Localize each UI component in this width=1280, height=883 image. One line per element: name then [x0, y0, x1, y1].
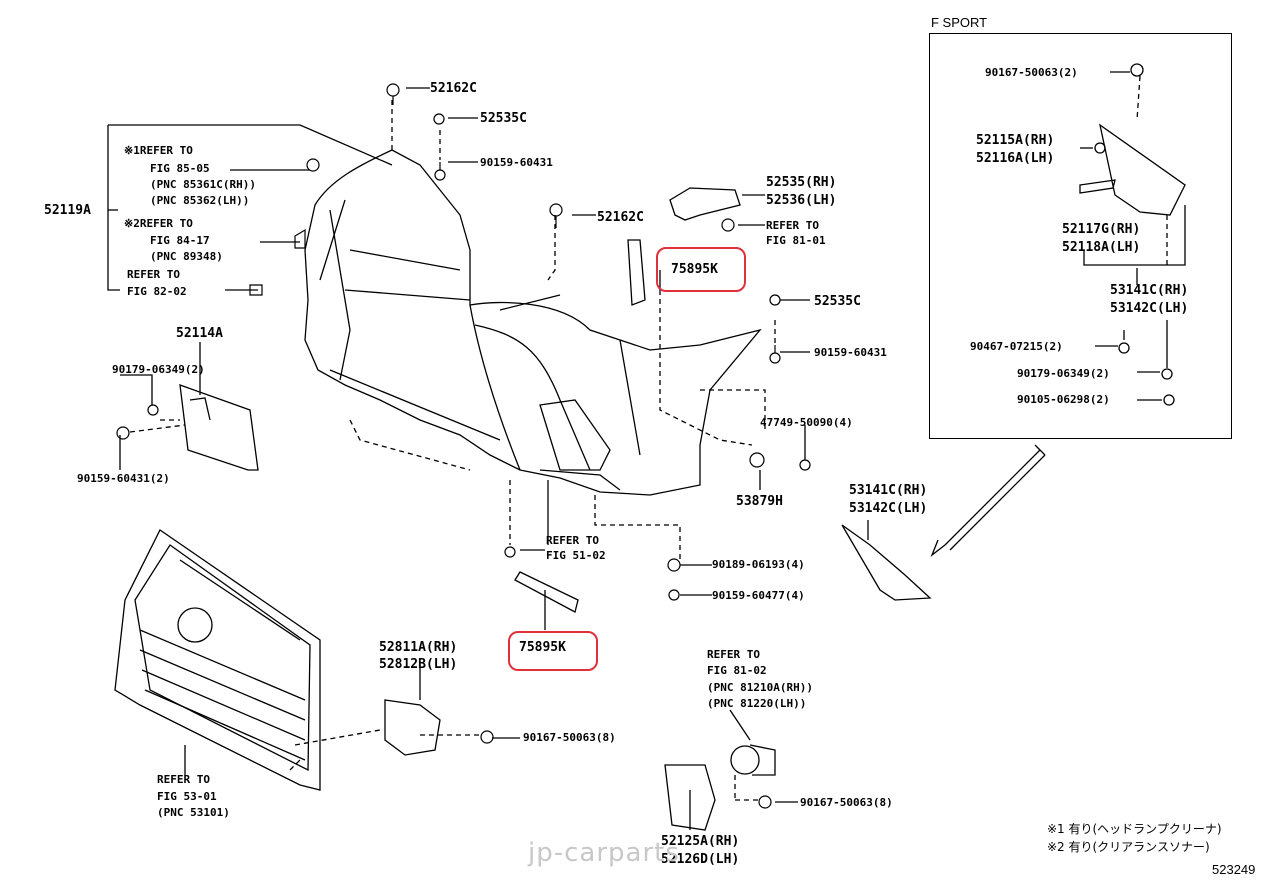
- reference-note: (PNC 81220(LH)): [707, 697, 807, 710]
- fsport-part-label: 90467-07215(2): [970, 340, 1063, 353]
- footnotes: ※1 有り(ヘッドランプクリーナ) ※2 有り(クリアランスソナー): [1047, 820, 1222, 856]
- part-label: 75895K: [519, 640, 566, 655]
- part-label: 52811A(RH): [379, 640, 458, 655]
- part-label: 90179-06349(2): [112, 363, 205, 376]
- part-label: 52125A(RH): [661, 834, 740, 849]
- license-bracket-drawing: [179, 384, 259, 471]
- part-label: 90159-60431: [814, 346, 887, 359]
- reference-note: FIG 53-01: [157, 790, 217, 803]
- upper-bracket-drawing: [669, 187, 741, 221]
- leader-dashes: [129, 100, 776, 801]
- fsport-part-label: 90105-06298(2): [1017, 393, 1110, 406]
- reference-note: FIG 82-02: [127, 285, 187, 298]
- bumper-cover-drawing: [304, 149, 762, 496]
- reference-note: ※1REFER TO: [124, 144, 193, 157]
- fsport-part-label: 90179-06349(2): [1017, 367, 1110, 380]
- highlight-75895k-top: [656, 247, 746, 292]
- reference-note: (PNC 53101): [157, 806, 230, 819]
- side-garnish-drawing: [841, 524, 932, 601]
- fastener-drawings: [116, 83, 811, 809]
- footnote-1: ※1 有り(ヘッドランプクリーナ): [1047, 822, 1222, 836]
- part-label: 52114A: [176, 326, 223, 341]
- reference-note: FIG 51-02: [546, 549, 606, 562]
- part-label: 90167-50063(8): [523, 731, 616, 744]
- fsport-part-label: 53142C(LH): [1110, 301, 1189, 316]
- reference-note: REFER TO: [546, 534, 599, 547]
- part-label: 53141C(RH): [849, 483, 928, 498]
- fsport-part-label: 90167-50063(2): [985, 66, 1078, 79]
- fsport-part-label: 53141C(RH): [1110, 283, 1189, 298]
- reference-note: REFER TO: [127, 268, 180, 281]
- watermark: jp-carparts: [528, 838, 680, 868]
- fsport-title: F SPORT: [931, 15, 988, 30]
- part-label: 52536(LH): [766, 193, 837, 208]
- part-label: 52535C: [480, 111, 527, 126]
- reference-note: FIG 81-02: [707, 664, 767, 677]
- fog-bracket-drawing: [384, 699, 441, 756]
- part-label: 90159-60431: [480, 156, 553, 169]
- part-label: 52119A: [44, 203, 91, 218]
- fsport-part-label: 52117G(RH): [1062, 222, 1141, 237]
- reference-note: REFER TO: [766, 219, 819, 232]
- fsport-arrow: [930, 444, 1046, 557]
- reference-note: (PNC 85362(LH)): [150, 194, 250, 207]
- part-label: 53142C(LH): [849, 501, 928, 516]
- reference-note: ※2REFER TO: [124, 217, 193, 230]
- fsport-part-label: 52116A(LH): [976, 151, 1055, 166]
- figure-number: 523249: [1212, 862, 1256, 877]
- fsport-part-label: 52115A(RH): [976, 133, 1055, 148]
- part-label: 75895K: [671, 262, 718, 277]
- part-label: 52535C: [814, 294, 861, 309]
- part-label: 52535(RH): [766, 175, 837, 190]
- reference-note: (PNC 89348): [150, 250, 223, 263]
- reference-note: REFER TO: [707, 648, 760, 661]
- part-label: 52162C: [430, 81, 477, 96]
- fsport-detail-drawings: [1079, 63, 1186, 406]
- moulding-strip-drawings: [514, 239, 646, 613]
- reference-note: FIG 85-05: [150, 162, 210, 175]
- reference-note: FIG 84-17: [150, 234, 210, 247]
- reference-note: (PNC 85361C(RH)): [150, 178, 256, 191]
- fsport-part-label: 52118A(LH): [1062, 240, 1141, 255]
- reference-note: (PNC 81210A(RH)): [707, 681, 813, 694]
- part-label: 90189-06193(4): [712, 558, 805, 571]
- part-label: 53879H: [736, 494, 783, 509]
- grille-drawing: [114, 529, 321, 791]
- footnote-2: ※2 有り(クリアランスソナー): [1047, 840, 1210, 854]
- leader-lines: [107, 87, 869, 830]
- part-label: 52812B(LH): [379, 657, 458, 672]
- part-label: 90159-60477(4): [712, 589, 805, 602]
- part-label: 47749-50090(4): [760, 416, 853, 429]
- fog-bezel-drawing: [664, 764, 716, 831]
- part-label: 52126D(LH): [661, 852, 740, 867]
- part-label: 90159-60431(2): [77, 472, 170, 485]
- part-label: 52162C: [597, 210, 644, 225]
- fog-lamp-drawing: [730, 744, 776, 776]
- reference-note: REFER TO: [157, 773, 210, 786]
- part-label: 90167-50063(8): [800, 796, 893, 809]
- reference-note: FIG 81-01: [766, 234, 826, 247]
- fsport-inset-box: [929, 33, 1232, 439]
- highlight-75895k-bottom: [508, 631, 598, 671]
